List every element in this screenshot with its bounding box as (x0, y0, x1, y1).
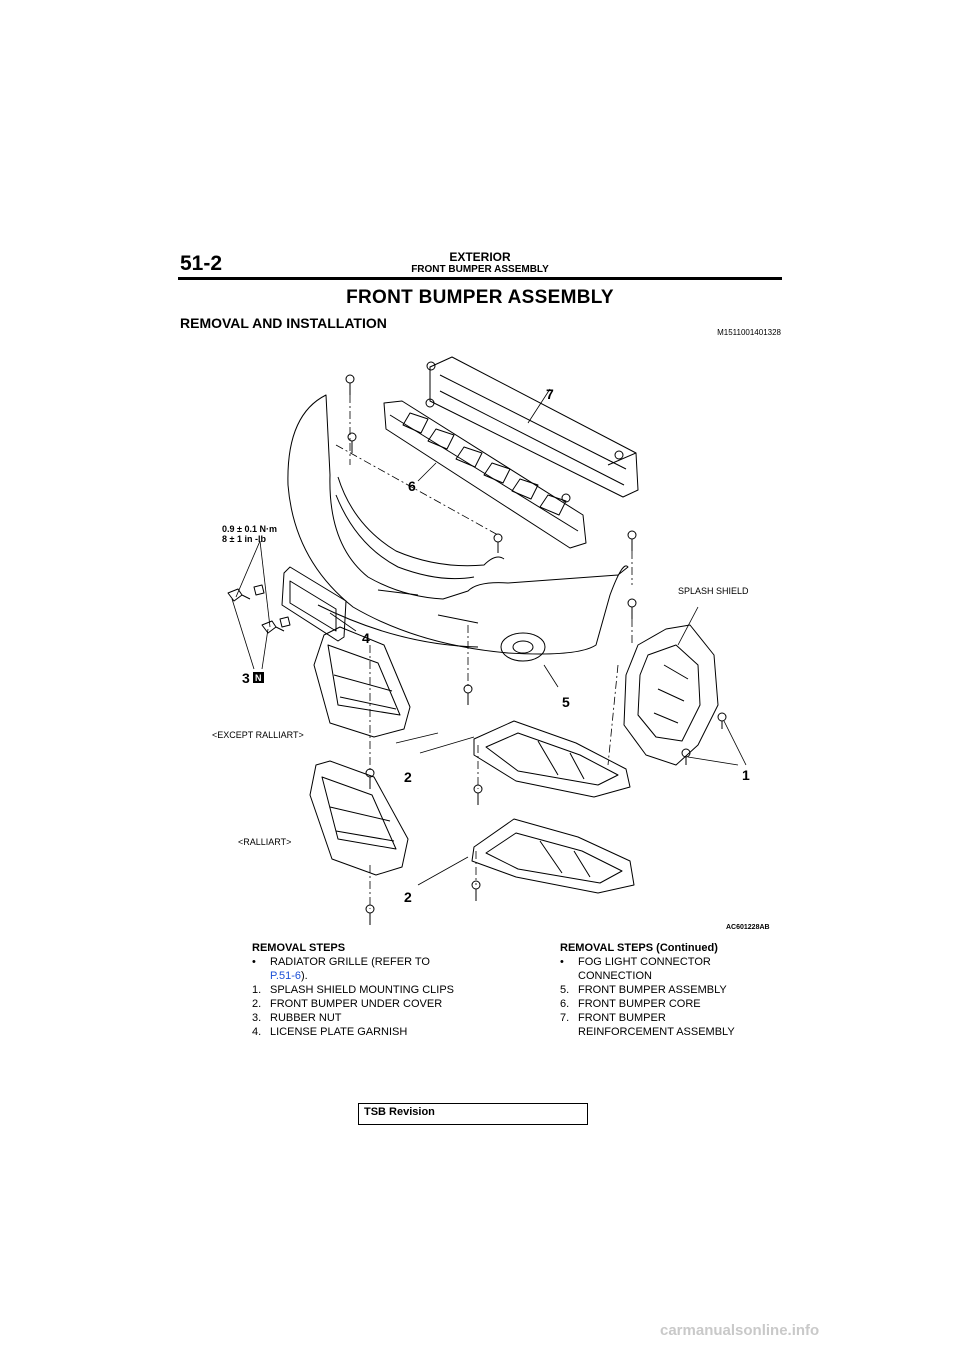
pre-step-line-1: FOG LIGHT CONNECTOR (578, 956, 711, 968)
step-text: FRONT BUMPER ASSEMBLY (578, 984, 727, 996)
step-number: 1. (252, 984, 262, 996)
list-item: 4. LICENSE PLATE GARNISH (252, 1025, 522, 1039)
reference-link[interactable]: P.51-6 (270, 970, 301, 982)
bolts (345, 374, 637, 925)
callout-3: 3 (242, 670, 250, 686)
bumper-fascia (287, 394, 629, 662)
page-number: 51-2 (180, 252, 223, 275)
bullet-icon: • (560, 956, 564, 968)
step-text: SPLASH SHIELD MOUNTING CLIPS (270, 984, 454, 996)
reinforcement-bar (425, 356, 639, 503)
figure-code: AC601228AB (726, 924, 770, 931)
list-item: 2. FRONT BUMPER UNDER COVER (252, 997, 522, 1011)
step-number: 4. (252, 1026, 262, 1038)
header-rule (178, 277, 782, 280)
license-plate-garnish (281, 566, 347, 642)
step-text: FRONT BUMPER CORE (578, 998, 701, 1010)
pre-step-suffix: ). (301, 970, 308, 982)
step-number: 3. (252, 1012, 262, 1024)
callout-7: 7 (546, 386, 554, 402)
list-item: 3. RUBBER NUT (252, 1011, 522, 1025)
step-number: 2. (252, 998, 262, 1010)
callout-1: 1 (742, 767, 750, 783)
removal-steps-continued: REMOVAL STEPS (Continued) • FOG LIGHT CO… (560, 941, 780, 1039)
callout-5: 5 (562, 694, 570, 710)
list-item: 5. FRONT BUMPER ASSEMBLY (560, 983, 780, 997)
under-cover-ralliart (309, 760, 635, 894)
leader-lines (231, 388, 747, 886)
watermark: carmanualsonline.info (660, 1322, 820, 1339)
splash-shield-clips (681, 712, 727, 765)
callout-6: 6 (408, 478, 416, 494)
step-number: 7. (560, 1012, 570, 1024)
nonreusable-badge (253, 672, 264, 683)
tsb-revision-box (358, 1103, 588, 1125)
nonreusable-badge-text: N (255, 673, 262, 683)
removal-steps: REMOVAL STEPS • RADIATOR GRILLE (REFER T… (252, 941, 522, 1039)
page-title: FRONT BUMPER ASSEMBLY (346, 287, 614, 308)
step-number: 6. (560, 998, 570, 1010)
splash-shield (623, 624, 719, 766)
pre-step-text: RADIATOR GRILLE (REFER TO (270, 956, 430, 968)
step-text-line-2: REINFORCEMENT ASSEMBLY (578, 1026, 735, 1038)
callout-2-except: 2 (404, 769, 412, 785)
step-text: RUBBER NUT (270, 1012, 342, 1024)
removal-steps-continued-heading: REMOVAL STEPS (Continued) (560, 942, 718, 954)
list-item: 1. SPLASH SHIELD MOUNTING CLIPS (252, 983, 522, 997)
splash-shield-label: SPLASH SHIELD (678, 586, 749, 596)
tsb-revision-label: TSB Revision (364, 1106, 435, 1118)
step-text: FRONT BUMPER UNDER COVER (270, 998, 443, 1010)
pre-step-line-2: CONNECTION (578, 970, 652, 982)
callout-4: 4 (362, 630, 370, 646)
rubber-nut-set (227, 584, 291, 634)
torque-spec-metric: 0.9 ± 0.1 N·m (222, 524, 277, 534)
pre-step-fog-light: • FOG LIGHT CONNECTOR CONNECTION (560, 955, 780, 983)
header-subsection: FRONT BUMPER ASSEMBLY (411, 264, 549, 275)
step-number: 5. (560, 984, 570, 996)
list-item: 7. FRONT BUMPER REINFORCEMENT ASSEMBLY (560, 1011, 780, 1039)
header-section: EXTERIOR (449, 250, 511, 264)
under-cover-except-ralliart (313, 626, 631, 798)
torque-spec-imperial: 8 ± 1 in -lb (222, 534, 266, 544)
variant-label-except-ralliart: <EXCEPT RALLIART> (212, 730, 304, 740)
list-item: 6. FRONT BUMPER CORE (560, 997, 780, 1011)
bumper-core (383, 400, 587, 553)
removal-steps-heading: REMOVAL STEPS (252, 942, 346, 954)
assembly-lines (335, 395, 633, 909)
step-text: LICENSE PLATE GARNISH (270, 1026, 408, 1038)
callout-2-ralliart: 2 (404, 889, 412, 905)
exploded-diagram: 0.9 ± 0.1 N·m 8 ± 1 in -lb SPLASH SHIELD… (212, 356, 770, 931)
section-heading: REMOVAL AND INSTALLATION (180, 315, 387, 331)
variant-label-ralliart: <RALLIART> (238, 837, 291, 847)
pre-step-radiator-grille: • RADIATOR GRILLE (REFER TO P.51-6). (252, 955, 522, 983)
step-text-line-1: FRONT BUMPER (578, 1012, 666, 1024)
bullet-icon: • (252, 956, 256, 968)
document-id: M1511001401328 (717, 328, 781, 337)
